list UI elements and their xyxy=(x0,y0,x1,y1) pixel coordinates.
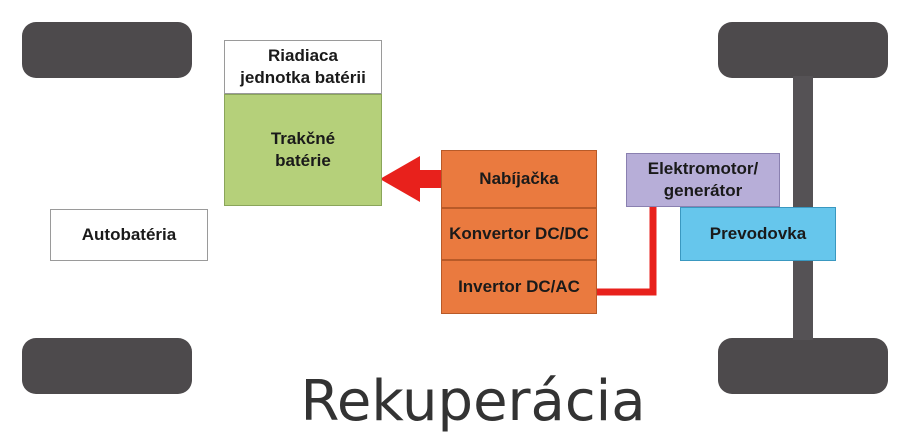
charger-arrow-head xyxy=(380,156,420,202)
traction-battery: Trakčné batérie xyxy=(224,94,382,206)
battery-control-unit: Riadiaca jednotka batérii xyxy=(224,40,382,94)
charger-arrow-shaft xyxy=(416,170,442,188)
wheel-rear-right xyxy=(718,338,888,394)
gearbox-block: Prevodovka xyxy=(680,207,836,261)
diagram-caption: Rekuperácia xyxy=(300,369,646,434)
recuperation-flow-line xyxy=(596,206,657,296)
wheel-front-left xyxy=(22,22,192,78)
dcdc-converter-block: Konvertor DC/DC xyxy=(441,208,597,260)
wheel-rear-left xyxy=(22,338,192,394)
inverter-block: Invertor DC/AC xyxy=(441,260,597,314)
charger-block: Nabíjačka xyxy=(441,150,597,208)
wheel-front-right xyxy=(718,22,888,78)
aux-battery: Autobatéria xyxy=(50,209,208,261)
motor-generator-block: Elektromotor/ generátor xyxy=(626,153,780,207)
